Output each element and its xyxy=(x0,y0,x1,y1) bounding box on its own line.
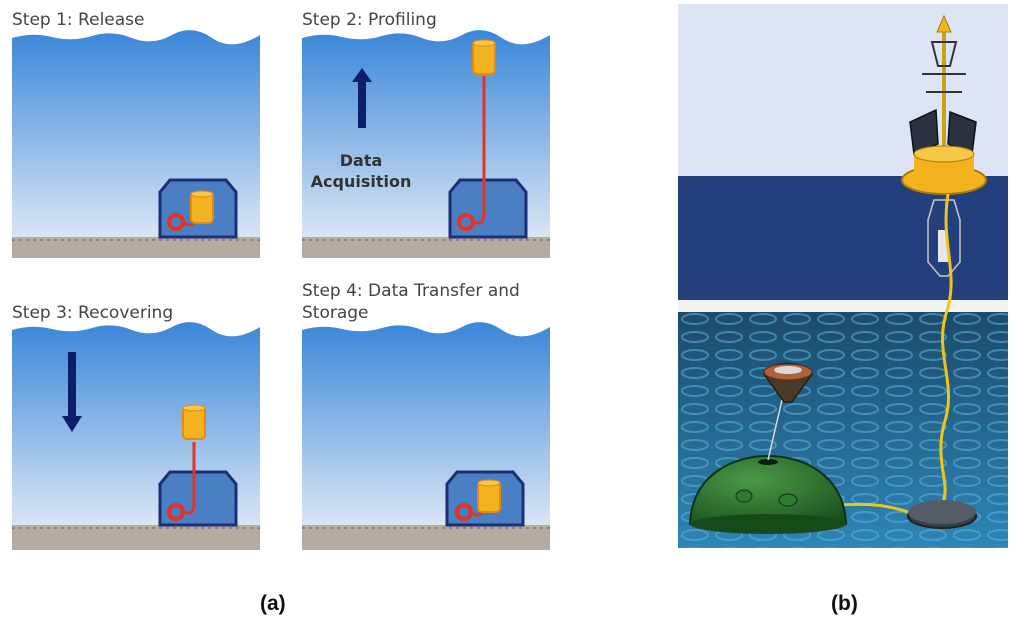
cable xyxy=(472,76,486,225)
step-4-panel xyxy=(302,322,550,550)
step-3-panel xyxy=(12,322,260,550)
solar-panel xyxy=(909,108,939,156)
step-2-title: Step 2: Profiling xyxy=(302,10,437,30)
caption-a: (a) xyxy=(260,592,286,615)
step-4-title: Step 4: Data Transfer and Storage xyxy=(302,280,520,324)
seabed xyxy=(12,237,260,258)
data-acquisition-label: Data Acquisition xyxy=(310,151,412,191)
step-4-title-line1: Step 4: Data Transfer and xyxy=(302,281,520,301)
sea-surface xyxy=(678,176,1008,300)
step-1-panel xyxy=(12,30,260,258)
caption-b: (b) xyxy=(831,592,858,615)
mast-top xyxy=(936,14,952,33)
step-3-title: Step 3: Recovering xyxy=(12,303,174,323)
buoy-scene xyxy=(678,4,1008,548)
mooring-cable xyxy=(939,193,953,505)
step-2-panel xyxy=(302,30,550,258)
instrument-cage xyxy=(927,199,961,277)
step-4-title-line2: Storage xyxy=(302,303,369,323)
step-1-title: Step 1: Release xyxy=(12,10,145,30)
trawl-dome xyxy=(688,454,848,525)
down-arrow xyxy=(62,352,82,432)
float xyxy=(472,41,496,75)
up-arrow xyxy=(352,68,372,128)
float xyxy=(182,406,206,440)
